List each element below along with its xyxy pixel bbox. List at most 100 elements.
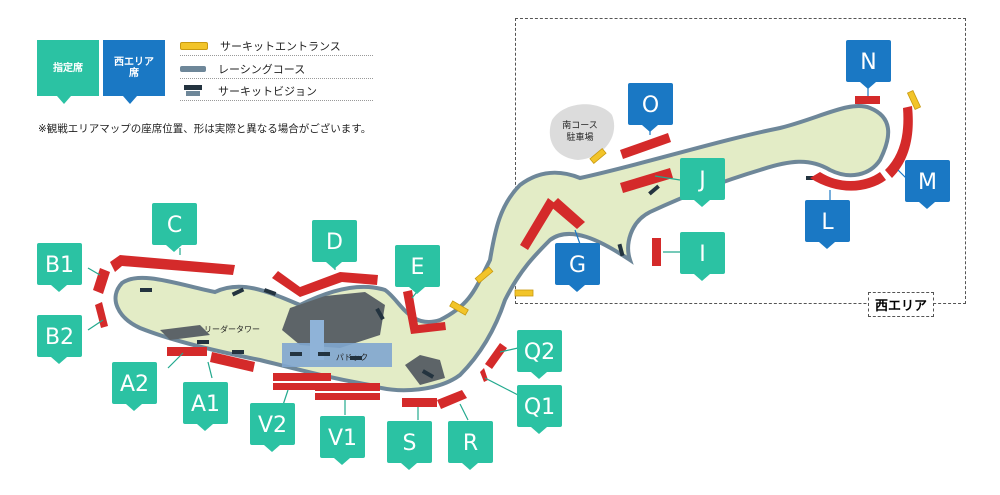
seat-label-a1: A1 <box>183 382 228 431</box>
stand-e <box>403 290 446 334</box>
stand-j <box>620 168 673 193</box>
stand-r <box>437 390 467 409</box>
seat-label-box <box>805 200 850 242</box>
seat-label-pointer <box>531 372 547 379</box>
seat-label-q2: Q2 <box>517 330 562 379</box>
stand-v2 <box>273 373 331 381</box>
seat-label-box <box>395 245 440 287</box>
seat-label-box <box>183 382 228 424</box>
legend-reserved-pointer <box>57 96 71 104</box>
seat-label-pointer <box>462 463 478 470</box>
seat-label-text: B1 <box>45 253 74 278</box>
stand-o <box>620 133 671 159</box>
seat-label-g: G <box>555 243 600 292</box>
seat-label-text: L <box>821 210 834 235</box>
seat-label-pointer <box>197 424 213 431</box>
legend-item-vision: サーキットビジョン <box>180 83 317 99</box>
seat-label-i: I <box>680 232 725 281</box>
seat-label-pointer <box>51 285 67 292</box>
seat-label-pointer <box>569 285 585 292</box>
stand-m <box>885 106 913 178</box>
pit-lane <box>310 320 324 360</box>
seat-label-text: N <box>860 50 876 75</box>
seat-label-m: M <box>905 160 950 209</box>
seat-label-text: M <box>918 170 937 195</box>
seat-label-b1: B1 <box>37 243 82 292</box>
seat-label-box <box>37 315 82 357</box>
seat-label-text: V2 <box>258 413 287 438</box>
seat-label-box <box>517 385 562 427</box>
seat-label-e: E <box>395 245 440 294</box>
seat-label-o: O <box>628 83 673 132</box>
seat-label-box <box>37 243 82 285</box>
seat-label-text: E <box>411 255 425 280</box>
seat-label-box <box>320 416 365 458</box>
stand-b2 <box>95 302 108 328</box>
seat-label-box <box>112 362 157 404</box>
seat-label-pointer <box>531 427 547 434</box>
legend-item-entrance: サーキットエントランス <box>180 38 341 54</box>
seat-label-pointer <box>401 463 417 470</box>
seat-label-text: I <box>699 242 706 267</box>
legend-divider <box>180 55 373 56</box>
stand-v1 <box>315 383 380 391</box>
seat-label-box <box>905 160 950 202</box>
leader-tower-building <box>160 325 210 340</box>
seat-label-box <box>628 83 673 125</box>
seat-label-text: D <box>326 230 343 255</box>
legend-entrance-label: サーキットエントランス <box>220 40 341 53</box>
seat-label-pointer <box>860 82 876 89</box>
west-area-label: 西エリア <box>868 292 935 317</box>
seat-label-pointer <box>694 274 710 281</box>
legend-reserved-seat: 指定席 <box>37 40 99 104</box>
seat-label-text: B2 <box>45 325 74 350</box>
seat-label-box <box>680 158 725 200</box>
seat-label-pointer <box>694 200 710 207</box>
seat-label-box <box>680 232 725 274</box>
seat-label-text: Q1 <box>524 395 555 420</box>
legend-course-label: レーシングコース <box>218 63 306 76</box>
legend-west-area-seat: 西エリア 席 <box>103 40 165 104</box>
seat-label-pointer <box>819 242 835 249</box>
seat-label-text: A2 <box>120 372 149 397</box>
legend-west-area-label: 西エリア 席 <box>114 57 154 79</box>
seat-label-pointer <box>919 202 935 209</box>
course-icon <box>180 66 206 72</box>
seat-label-n: N <box>846 40 891 89</box>
stand-q2 <box>485 343 507 369</box>
seat-label-text: J <box>697 168 706 193</box>
seat-label-d: D <box>312 220 357 269</box>
seat-label-text: R <box>463 431 478 456</box>
stand-c <box>110 255 235 275</box>
legend-west-pointer <box>123 96 137 104</box>
seat-label-box <box>517 330 562 372</box>
seat-label-pointer <box>51 357 67 364</box>
seat-label-text: V1 <box>328 426 357 451</box>
paddock-area <box>282 292 385 348</box>
seat-label-pointer <box>642 125 658 132</box>
legend-vision-label: サーキットビジョン <box>218 85 317 98</box>
legend-divider <box>180 78 373 79</box>
seat-label-box <box>846 40 891 82</box>
legend-divider <box>180 100 373 101</box>
seat-label-v2: V2 <box>250 403 295 452</box>
seat-label-box <box>250 403 295 445</box>
seat-label-box <box>555 243 600 285</box>
vision-icon <box>184 85 202 96</box>
seat-label-c: C <box>152 203 197 252</box>
seat-label-pointer <box>126 404 142 411</box>
seat-label-pointer <box>326 262 342 269</box>
stand-n <box>855 96 880 104</box>
stand-b1 <box>93 268 110 294</box>
stand-i <box>652 238 661 266</box>
leader-tower-label: リーダータワー <box>204 324 260 334</box>
seat-label-text: G <box>569 253 586 278</box>
seat-label-text: A1 <box>191 392 220 417</box>
stand-v1b <box>315 393 380 400</box>
seat-label-b2: B2 <box>37 315 82 364</box>
grandstands <box>93 96 913 409</box>
seat-label-text: Q2 <box>524 340 555 365</box>
stand-g2 <box>550 198 585 229</box>
stand-v2b <box>273 383 331 390</box>
